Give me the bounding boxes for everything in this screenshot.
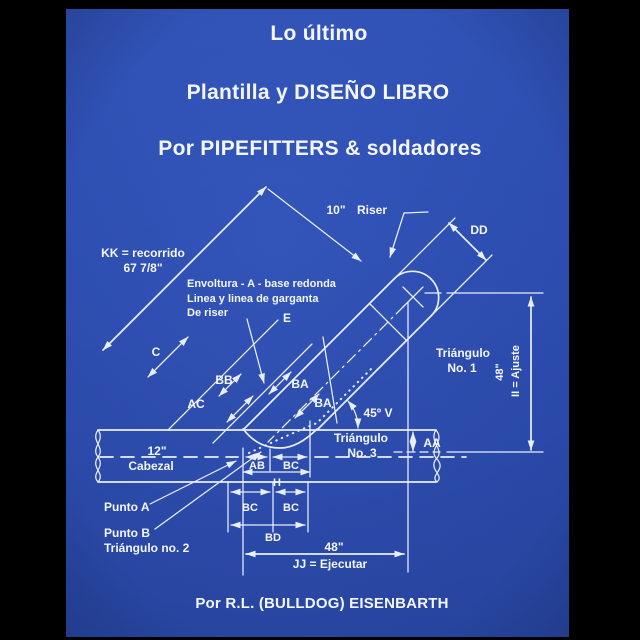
wrap-note-leader — [246, 318, 265, 384]
label-bc-left: BC — [242, 502, 258, 514]
punto-a-leader — [149, 460, 237, 505]
label-linea-garganta: Linea y linea de garganta — [187, 293, 319, 305]
label-triangulo-3: Triángulo — [334, 431, 388, 445]
label-triangulo-1: Triángulo — [436, 346, 490, 360]
label-cabezal: Cabezal — [128, 459, 173, 473]
branch-rounded-end — [393, 270, 440, 317]
title-block: Lo último Plantilla y DISEÑO LIBRO Por P… — [158, 22, 481, 160]
label-48-right: 48" — [494, 363, 506, 380]
saddle-curve — [242, 428, 318, 449]
label-triangulo-1-no: No. 1 — [447, 361, 477, 375]
diagram-labels: KK = recorrido 67 7/8" Envoltura - A - b… — [101, 203, 522, 571]
label-aa: AA — [423, 436, 441, 450]
label-h: H — [273, 477, 281, 489]
label-45-v: 45º V — [363, 406, 392, 420]
label-kk-value: 67 7/8" — [123, 261, 162, 275]
label-bb: BB — [215, 373, 233, 387]
aa-dimension — [393, 431, 441, 453]
ba-upper-arrow — [268, 371, 292, 395]
label-punto-a: Punto A — [104, 500, 150, 514]
label-jj-ejecutar: JJ = Ejecutar — [293, 557, 368, 571]
label-bc-row1: BC — [283, 460, 299, 472]
ba-lower-arrow — [294, 393, 320, 419]
kk-dimension — [102, 186, 362, 351]
fan-dimensions — [147, 336, 320, 423]
label-triangulo-2: Triángulo no. 2 — [104, 541, 190, 555]
label-envoltura: Envoltura - A - base redonda — [187, 278, 337, 290]
center-cross — [402, 286, 424, 308]
c-arrow — [147, 336, 189, 378]
bb-arrow — [218, 373, 242, 397]
branch-centerline — [267, 305, 405, 443]
label-bc-right: BC — [283, 502, 299, 514]
title-line-2: Plantilla y DISEÑO LIBRO — [187, 81, 450, 104]
label-e: E — [283, 311, 291, 325]
label-ii-ajuste: II = Ajuste — [510, 345, 522, 397]
footer-author: Por R.L. (BULLDOG) EISENBARTH — [195, 595, 448, 612]
label-triangulo-3-no: No. 3 — [347, 446, 377, 460]
template-dotted-curve — [248, 366, 374, 454]
right-48-dimension — [446, 292, 544, 453]
cover — [66, 9, 569, 637]
ac-arrow — [226, 395, 254, 423]
header-pipe — [95, 429, 467, 483]
title-line-1: Lo último — [270, 22, 367, 45]
pipe-diagram — [95, 186, 544, 576]
label-riser: Riser — [357, 203, 387, 217]
angle-45-arc — [347, 400, 362, 429]
title-line-3: Por PIPEFITTERS & soldadores — [158, 137, 481, 160]
riser-leader — [389, 211, 429, 258]
label-48-bottom: 48" — [324, 540, 343, 554]
label-ba-lower: BA — [314, 396, 332, 410]
label-dd: DD — [470, 223, 488, 237]
punto-b-leader — [154, 451, 262, 530]
dd-dimension — [393, 217, 493, 317]
label-ab: AB — [249, 460, 265, 472]
label-c: C — [152, 345, 161, 359]
branch-pipe — [242, 270, 442, 454]
label-kk-recorrido: KK = recorrido — [101, 246, 185, 260]
label-12-inch: 12" — [147, 444, 166, 458]
label-bd: BD — [265, 532, 281, 544]
label-de-riser: De riser — [187, 307, 229, 319]
label-ac: AC — [187, 397, 205, 411]
label-ba-upper: BA — [291, 377, 309, 391]
label-punto-b: Punto B — [104, 526, 150, 540]
label-riser-size: 10" — [326, 203, 345, 217]
